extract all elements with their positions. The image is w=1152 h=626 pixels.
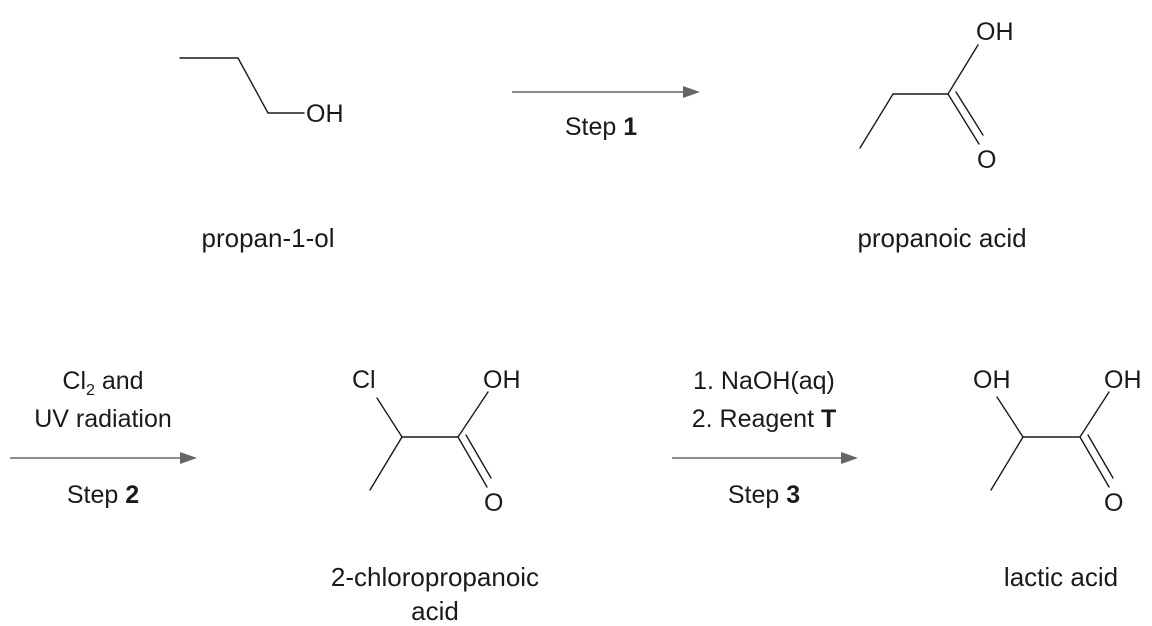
propanol-skeleton	[179, 57, 305, 114]
propanoic-co-bond-1	[947, 93, 980, 145]
step-2-condition-line-1: Cl2 and	[62, 367, 143, 399]
step-3-label: Step 3	[728, 481, 800, 509]
propan-1-ol-structure: OH	[179, 57, 344, 128]
chloro-c-oh-bond	[457, 391, 489, 438]
lactic-skeleton	[990, 436, 1081, 491]
step-1-label: Step 1	[565, 113, 637, 141]
step-1-arrow	[512, 86, 700, 98]
chloro-skeleton	[369, 436, 459, 491]
propan-1-ol-name: propan-1-ol	[202, 223, 335, 253]
step-2-arrow	[10, 452, 197, 464]
lactic-co-bond-2	[1087, 434, 1114, 479]
chloropropanoic-acid-name-line-1: 2-chloropropanoic	[331, 562, 539, 592]
propanoic-skeleton	[859, 93, 949, 149]
lactic-o-label: O	[1104, 489, 1123, 517]
lactic-acid-structure: OH OH O	[973, 366, 1142, 517]
step-3-arrow	[672, 452, 858, 464]
chloro-cl-label: Cl	[352, 366, 376, 394]
propanoic-co-bond-2	[955, 91, 984, 136]
chloro-o-label: O	[484, 489, 503, 517]
lactic-c-oh-alpha-bond	[996, 396, 1024, 438]
lactic-oh-acid-label: OH	[1104, 366, 1142, 394]
propanoic-oh-label: OH	[976, 18, 1014, 46]
lactic-acid-name: lactic acid	[1004, 562, 1118, 592]
lactic-c-oh-acid-bond	[1079, 391, 1110, 438]
step-2-condition-line-2: UV radiation	[34, 405, 172, 433]
step-3-condition-line-2: 2. Reagent T	[692, 405, 837, 433]
chloro-oh-label: OH	[483, 366, 521, 394]
propanoic-acid-structure: OH O	[859, 18, 1014, 174]
propanoic-c-oh-bond	[947, 44, 979, 95]
lactic-oh-alpha-label: OH	[973, 366, 1011, 394]
chloro-co-bond-2	[465, 434, 492, 479]
lactic-co-bond-1	[1079, 436, 1110, 488]
propanol-oh-label: OH	[306, 100, 344, 128]
propanoic-acid-name: propanoic acid	[857, 223, 1026, 253]
chloro-c-cl-bond	[376, 397, 403, 438]
chloropropanoic-acid-structure: Cl OH O	[352, 366, 521, 517]
step-2-label: Step 2	[67, 481, 139, 509]
step-3-condition-line-1: 1. NaOH(aq)	[693, 367, 835, 395]
chloro-co-bond-1	[457, 436, 488, 488]
chloropropanoic-acid-name-line-2: acid	[411, 596, 459, 626]
propanoic-o-label: O	[977, 146, 996, 174]
